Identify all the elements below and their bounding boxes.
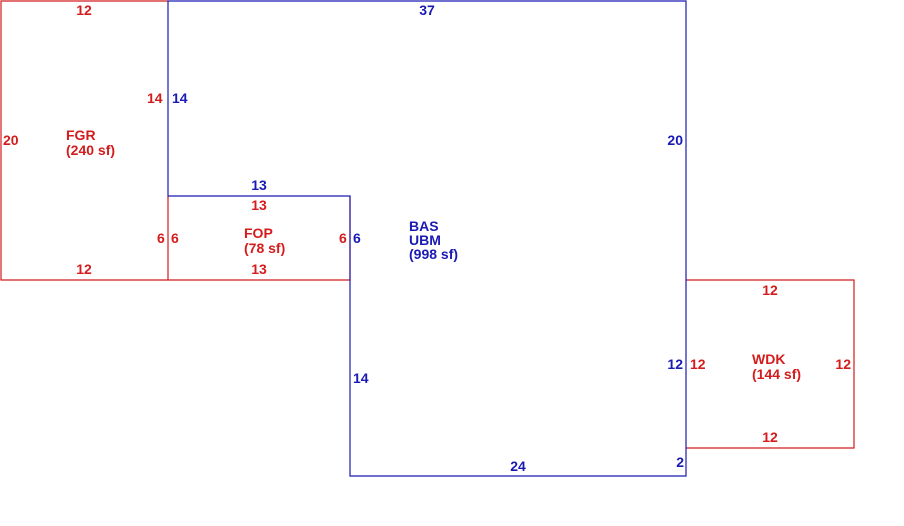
wdk-code-label: WDK — [752, 351, 785, 367]
fop-bottom-dim: 13 — [251, 261, 267, 277]
fgr-area-label: (240 sf) — [66, 142, 115, 158]
wdk-outline — [686, 279, 855, 449]
fop-right-dim: 6 — [339, 230, 347, 246]
bas-right-lower-dim: 12 — [667, 356, 683, 372]
bas-outline — [167, 0, 687, 477]
fgr-outline — [0, 0, 168, 281]
fgr-top-dim: 12 — [76, 2, 92, 18]
fgr-left-dim: 20 — [3, 132, 19, 148]
wdk-bottom-dim: 12 — [762, 429, 778, 445]
wdk-area-label: (144 sf) — [752, 366, 801, 382]
fop-code-label: FOP — [244, 225, 273, 241]
bas-notch-top-dim: 13 — [251, 177, 267, 193]
fop-area-label: (78 sf) — [244, 240, 285, 256]
fop-left-outer-dim: 6 — [157, 230, 165, 246]
fgr-bottom-dim: 12 — [76, 261, 92, 277]
bas-right-bottom-dim: 2 — [676, 454, 684, 470]
bas-left-upper-dim: 14 — [172, 90, 188, 106]
bas-notch-right-dim: 6 — [353, 230, 361, 246]
bas-area-label: (998 sf) — [409, 246, 458, 262]
bas-left-lower-dim: 14 — [353, 370, 369, 386]
fgr-right-dim: 14 — [147, 90, 163, 106]
wdk-left-dim: 12 — [690, 356, 706, 372]
bas-sub-label: UBM — [409, 232, 441, 248]
bas-top-dim: 37 — [419, 2, 435, 18]
fgr-code-label: FGR — [66, 127, 96, 143]
wdk-right-dim: 12 — [835, 356, 851, 372]
bas-right-upper-dim: 20 — [667, 132, 683, 148]
fop-left-inner-dim: 6 — [171, 230, 179, 246]
fop-top-dim: 13 — [251, 197, 267, 213]
bas-bottom-dim: 24 — [510, 458, 526, 474]
bas-code-label: BAS — [409, 218, 439, 234]
wdk-top-dim: 12 — [762, 282, 778, 298]
